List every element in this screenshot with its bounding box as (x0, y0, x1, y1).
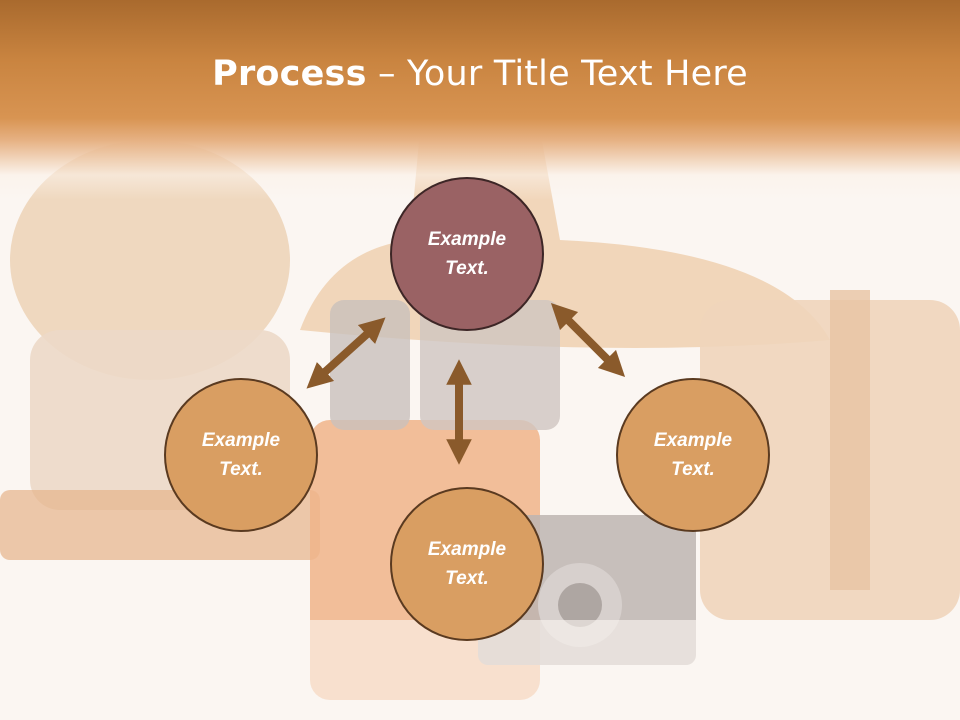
node-bottom-label: Example Text. (427, 539, 507, 589)
title-bold: Process (212, 54, 367, 94)
title-rest: – Your Title Text Here (366, 54, 748, 94)
node-right-label: Example Text. (653, 430, 733, 480)
process-node-left[interactable]: Example Text. (164, 378, 318, 532)
node-top-label: Example Text. (427, 229, 507, 279)
process-node-right[interactable]: Example Text. (616, 378, 770, 532)
header-band (0, 0, 960, 200)
process-node-bottom[interactable]: Example Text. (390, 487, 544, 641)
process-node-top[interactable]: Example Text. (390, 177, 544, 331)
node-left-label: Example Text. (201, 430, 281, 480)
page-title: Process – Your Title Text Here (0, 54, 960, 94)
